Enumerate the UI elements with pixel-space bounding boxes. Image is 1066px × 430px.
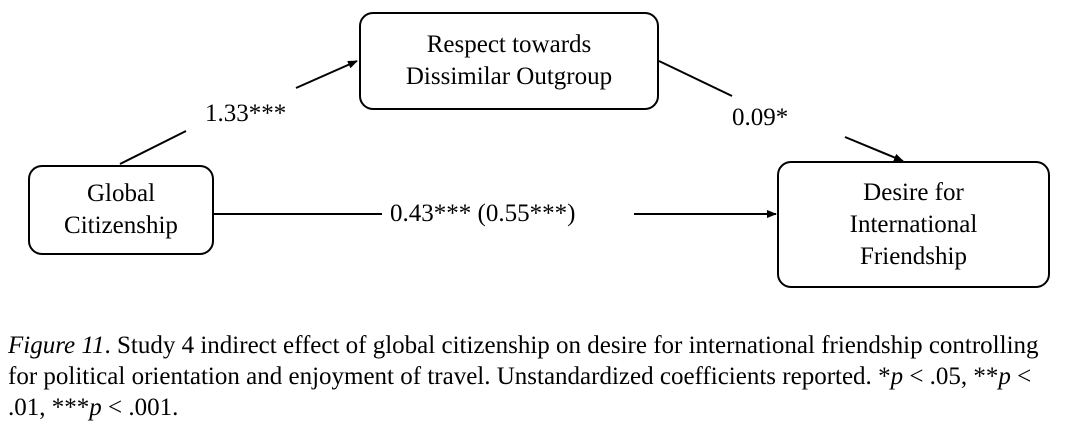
predictor-label-line-2: Citizenship (64, 212, 178, 239)
path-c-coefficient: 0.43*** (0.55***) (390, 200, 576, 227)
outcome-label-line-3: Friendship (860, 242, 967, 270)
predictor-label-line-1: Global (86, 180, 156, 207)
p-symbol-3: p (89, 394, 102, 421)
path-a-lower-segment (119, 130, 187, 165)
figure-caption: Figure 11. Study 4 indirect effect of gl… (8, 330, 1048, 423)
p2-threshold: < .01, (8, 363, 1032, 421)
mediation-diagram (119, 60, 904, 218)
p3-threshold: < .001. (101, 394, 179, 421)
p3-stars: *** (51, 394, 90, 421)
p1-threshold: < .05, (903, 363, 974, 390)
outcome-label-line-1: Desire for (863, 178, 964, 206)
p-symbol-2: p (998, 363, 1011, 390)
outcome-box: Desire for International Friendship (777, 161, 1050, 288)
path-b-upper-segment (658, 60, 733, 97)
mediator-box: Respect towards Dissimilar Outgroup (359, 12, 659, 110)
p1-stars: * (878, 363, 891, 390)
path-b-coefficient: 0.09* (732, 104, 789, 131)
path-b-arrow (844, 136, 904, 162)
path-a-coefficient: 1.33*** (205, 100, 287, 127)
outcome-label-line-2: International (849, 210, 978, 238)
p2-stars: ** (973, 363, 999, 390)
p-symbol-1: p (890, 363, 904, 390)
caption-text: . Study 4 indirect effect of global citi… (8, 332, 1039, 390)
figure-label: Figure 11 (8, 332, 105, 359)
mediator-label-line-1: Respect towards (426, 31, 592, 58)
path-a-arrow (295, 60, 358, 89)
mediator-label-line-2: Dissimilar Outgroup (405, 63, 613, 90)
predictor-box: Global Citizenship (28, 165, 214, 255)
